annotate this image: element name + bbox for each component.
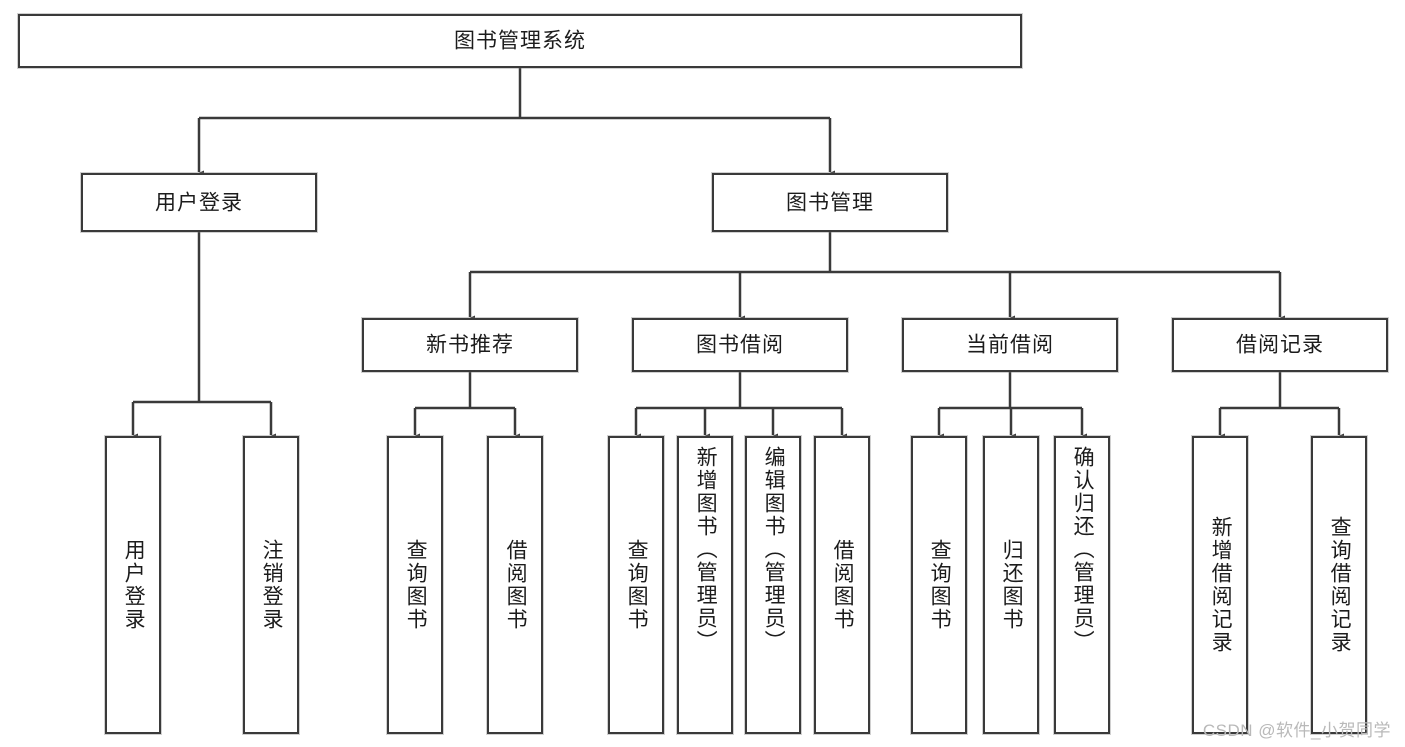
node-label-leaf-current-confirm-return: 确认归还（管理员） [1071,446,1095,653]
node-leaf-current-query-book[interactable]: 查询图书 [911,436,967,734]
node-label-new-book-rec: 新书推荐 [426,333,514,357]
node-label-leaf-logout: 注销登录 [260,539,284,631]
node-leaf-borrow-add-book[interactable]: 新增图书（管理员） [677,436,733,734]
node-borrow-record[interactable]: 借阅记录 [1172,318,1388,372]
node-label-leaf-rec-query-book: 查询图书 [404,539,428,631]
node-label-root: 图书管理系统 [454,29,586,53]
node-label-leaf-borrow-edit-book: 编辑图书（管理员） [762,446,786,653]
node-leaf-logout[interactable]: 注销登录 [243,436,299,734]
node-label-leaf-borrow-borrow-book: 借阅图书 [831,539,855,631]
node-leaf-rec-query-book[interactable]: 查询图书 [387,436,443,734]
node-label-current-borrow: 当前借阅 [966,333,1054,357]
node-leaf-rec-borrow-book[interactable]: 借阅图书 [487,436,543,734]
node-leaf-borrow-query-book[interactable]: 查询图书 [608,436,664,734]
node-label-leaf-record-query: 查询借阅记录 [1328,516,1352,654]
node-book-manage[interactable]: 图书管理 [712,173,948,232]
node-label-borrow-record: 借阅记录 [1236,333,1324,357]
node-label-leaf-rec-borrow-book: 借阅图书 [504,539,528,631]
node-label-leaf-current-return-book: 归还图书 [1000,539,1024,631]
node-label-leaf-record-add: 新增借阅记录 [1209,516,1233,654]
node-new-book-rec[interactable]: 新书推荐 [362,318,578,372]
node-label-leaf-borrow-add-book: 新增图书（管理员） [694,446,718,653]
node-root[interactable]: 图书管理系统 [18,14,1022,68]
node-leaf-borrow-edit-book[interactable]: 编辑图书（管理员） [745,436,801,734]
node-leaf-user-login[interactable]: 用户登录 [105,436,161,734]
node-label-leaf-borrow-query-book: 查询图书 [625,539,649,631]
watermark-text: CSDN @软件_小贺同学 [1202,721,1391,740]
node-label-book-borrow: 图书借阅 [696,333,784,357]
node-user-login[interactable]: 用户登录 [81,173,317,232]
node-leaf-current-confirm-return[interactable]: 确认归还（管理员） [1054,436,1110,734]
node-current-borrow[interactable]: 当前借阅 [902,318,1118,372]
node-leaf-borrow-borrow-book[interactable]: 借阅图书 [814,436,870,734]
node-leaf-record-add[interactable]: 新增借阅记录 [1192,436,1248,734]
node-leaf-current-return-book[interactable]: 归还图书 [983,436,1039,734]
node-leaf-record-query[interactable]: 查询借阅记录 [1311,436,1367,734]
node-label-user-login: 用户登录 [155,190,243,214]
node-book-borrow[interactable]: 图书借阅 [632,318,848,372]
node-label-book-manage: 图书管理 [786,190,874,214]
node-label-leaf-current-query-book: 查询图书 [928,539,952,631]
node-label-leaf-user-login: 用户登录 [122,539,146,631]
